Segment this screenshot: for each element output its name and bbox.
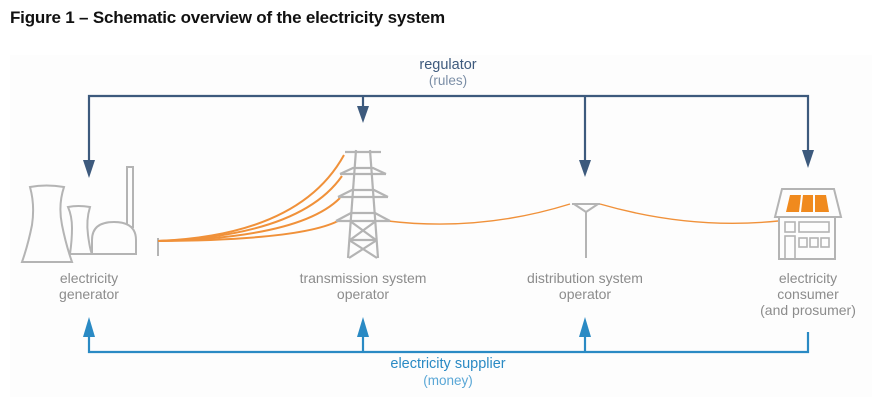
supplier-sublabel: (money) bbox=[423, 373, 473, 388]
consumer-label-line3: (and prosumer) bbox=[760, 302, 856, 318]
regulator-flow bbox=[87, 94, 810, 163]
house-with-solar-panels-icon bbox=[773, 188, 843, 260]
arrow-down-tso-icon bbox=[357, 106, 369, 123]
transmission-tower-icon bbox=[335, 149, 391, 259]
arrow-down-generator-icon bbox=[83, 160, 95, 178]
diagram-panel bbox=[10, 55, 872, 397]
house-windows bbox=[784, 221, 830, 260]
cooling-tower-small bbox=[66, 205, 94, 255]
generator-label: electricity generator bbox=[59, 270, 119, 302]
mv-line-to-dso bbox=[387, 203, 571, 225]
hv-line-4 bbox=[157, 220, 339, 242]
cooling-tower-large bbox=[20, 184, 74, 263]
consumer-label-line1: electricity bbox=[778, 270, 838, 286]
tso-label-line1: transmission system bbox=[299, 270, 427, 286]
regulator-sublabel: (rules) bbox=[428, 73, 468, 88]
solar-panel-2 bbox=[801, 195, 813, 212]
hv-line-2 bbox=[157, 175, 343, 242]
dso-label-line2: operator bbox=[558, 286, 612, 302]
solar-panel-1 bbox=[786, 195, 801, 212]
regulator-bus-line bbox=[87, 94, 810, 163]
generator-label-line1: electricity bbox=[59, 270, 119, 286]
arrow-down-dso-icon bbox=[579, 160, 591, 177]
solar-panel-3 bbox=[815, 195, 829, 212]
power-lines bbox=[157, 154, 779, 242]
arrow-down-consumer-icon bbox=[802, 150, 814, 168]
distribution-pole-icon bbox=[572, 203, 600, 258]
generator-label-line2: generator bbox=[59, 286, 119, 302]
consumer-label-line2: consumer bbox=[777, 286, 839, 302]
reactor-dome bbox=[91, 220, 137, 255]
consumer-label: electricity consumer (and prosumer) bbox=[760, 270, 856, 318]
supplier-bus-line bbox=[87, 332, 810, 354]
figure-title: Figure 1 – Schematic overview of the ele… bbox=[10, 8, 445, 27]
regulator-arrowheads bbox=[83, 106, 814, 178]
tso-label-line2: operator bbox=[336, 286, 390, 302]
regulator-label: regulator bbox=[419, 57, 477, 73]
supplier-arrowheads bbox=[83, 317, 591, 337]
supplier-flow bbox=[87, 332, 810, 354]
chimney bbox=[126, 166, 134, 228]
lv-line-to-consumer bbox=[599, 203, 779, 224]
arrow-up-dso-icon bbox=[579, 317, 591, 337]
dso-label-line1: distribution system bbox=[527, 270, 643, 286]
arrow-up-tso-icon bbox=[357, 317, 369, 337]
supplier-label: electricity supplier bbox=[390, 356, 506, 372]
dso-label: distribution system operator bbox=[527, 270, 643, 302]
tso-label: transmission system operator bbox=[300, 270, 427, 302]
power-plant-icon bbox=[20, 166, 159, 263]
arrow-up-generator-icon bbox=[83, 317, 95, 337]
